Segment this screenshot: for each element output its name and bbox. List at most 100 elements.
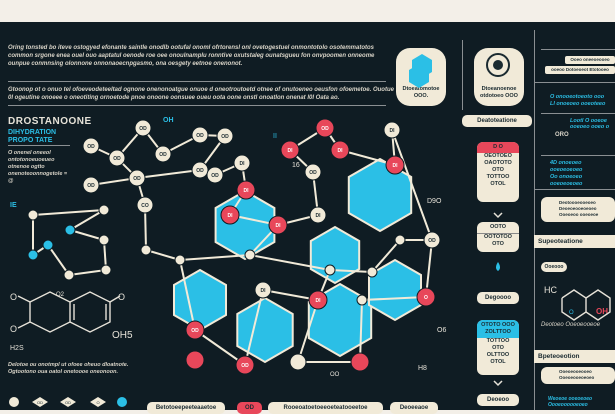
atom-node	[244, 249, 256, 261]
atom-node	[254, 281, 272, 299]
list-item: Deoeoeooeoeoeo	[559, 206, 597, 211]
atom-node	[154, 145, 172, 163]
bond	[69, 209, 105, 231]
atom-node	[366, 266, 378, 278]
oxygen-atom-node	[330, 140, 350, 160]
box-line: OEOTOEO	[484, 153, 512, 159]
atom-label: OD	[309, 170, 317, 176]
box-head: D O	[477, 142, 519, 153]
text-line: Oo onoeoeo ooeoeoeoeo	[550, 174, 583, 187]
bond	[68, 269, 107, 276]
arrow-down-icon	[493, 212, 503, 387]
atom-label: OD	[159, 152, 167, 158]
card-text: Dtoeanoenoe otdotoeo OOO	[480, 86, 518, 99]
divider	[534, 189, 615, 190]
ring-fill	[368, 258, 422, 322]
atom-node	[383, 121, 401, 139]
card-text: Dtoeatomotoe OOO.	[402, 86, 440, 99]
oxygen-atom-node	[185, 320, 205, 340]
intro-paragraph-1: Oring tonsted bo iteve ostogyed efonante…	[8, 45, 375, 67]
atom-node	[98, 204, 110, 216]
ring-icon	[486, 53, 510, 77]
atom-node	[216, 127, 234, 145]
atom-node	[289, 353, 307, 371]
box-line: TOTTOO	[486, 174, 510, 180]
flow-box-3: OTOTO OOO ZOLTTOO TOTTOO OTO OLTTOO OTOL	[477, 320, 519, 375]
divider	[541, 49, 615, 50]
oxygen-atom-node	[315, 118, 335, 138]
atom-label: DI	[316, 213, 322, 219]
atom-node	[191, 161, 209, 179]
atom-label: DI	[240, 161, 246, 167]
structure-o-label: O	[569, 310, 574, 316]
right-list-2: Ooeoeooeooeo Ooeoeooeoeoeo	[541, 367, 615, 384]
intro-paragraph-2: Gtoonop ot o onuo tel ofoeveodeteeltad o…	[8, 87, 394, 101]
atom-node	[309, 206, 327, 224]
text-line: Ll onoeoeo ooeoteeo	[550, 101, 606, 107]
mechanism-label: ORO	[555, 132, 569, 138]
atom-label: OD	[211, 173, 219, 179]
divider	[8, 81, 386, 82]
ring-fill	[173, 268, 227, 332]
box-head: OOTO	[477, 222, 519, 234]
flow-header: Deatoteatione	[462, 115, 532, 127]
o6-label: O6	[437, 327, 446, 334]
marker-label: O	[96, 400, 99, 405]
atom-node	[64, 224, 76, 236]
atom-label: OD	[241, 363, 249, 369]
atom-label: OD	[428, 238, 436, 244]
atom-label: CO	[141, 203, 149, 209]
atom-label: OD	[321, 126, 329, 132]
structure-oh-label: OH	[596, 307, 608, 316]
oo-label: OO	[330, 372, 340, 378]
oxygen-atom-node	[220, 205, 240, 225]
box-line: OLTTOO	[486, 352, 510, 358]
oxygen-atom-node	[268, 215, 288, 235]
structure-hc-label: HC	[544, 285, 557, 295]
dione-ring-structure	[17, 289, 611, 333]
atom-label: DI	[288, 148, 294, 154]
bond	[179, 259, 196, 331]
section-header-2: Bpeteoeotion	[534, 350, 615, 363]
atom-node	[140, 244, 152, 256]
oxygen-atom-node	[185, 350, 205, 370]
ie-label: IE	[10, 202, 17, 209]
atom-node	[82, 176, 100, 194]
bond	[194, 329, 246, 366]
atom-node	[423, 231, 441, 249]
bottom-markers	[9, 397, 127, 407]
bond	[249, 254, 331, 271]
atom-label: OD	[221, 134, 229, 140]
text-line: O onooeotoeoto ooo	[550, 94, 605, 100]
bond	[425, 239, 433, 298]
list-item: Ooeoeooeoeoeo	[559, 375, 595, 380]
flow-pill-2: Deoeoo	[477, 394, 519, 406]
atom-node	[128, 169, 146, 187]
structure-caption-right: Deotoeo Ooeoeooeoe	[541, 322, 601, 328]
oh5-label: OH5	[112, 330, 133, 341]
atom-node	[63, 269, 75, 281]
divider	[541, 113, 615, 114]
bond	[361, 296, 427, 301]
bond	[69, 229, 105, 241]
right-top-line-2: ooeoo Dotoeoeot Etotooeo	[545, 66, 615, 74]
bond	[32, 209, 105, 216]
atom-label: DI	[244, 188, 250, 194]
box-line: TOTTOO	[486, 338, 510, 344]
atom-label: O	[424, 295, 428, 301]
box-line: OTOL	[490, 359, 506, 365]
oxygen-atom-node	[235, 355, 255, 375]
atom-node	[42, 239, 54, 251]
ring-fill	[236, 296, 294, 364]
h8-label: H8	[418, 365, 427, 372]
atom-node	[136, 196, 154, 214]
text-line: 4D onoeoeo ooeoeoeoeo	[550, 160, 583, 173]
oxygen-atom-node	[416, 287, 436, 307]
atom-node	[356, 294, 368, 306]
text-line: Oooeoooooeoeo	[548, 402, 588, 408]
box-line: OTO	[492, 241, 504, 247]
bond	[145, 249, 181, 261]
bond	[329, 269, 373, 273]
